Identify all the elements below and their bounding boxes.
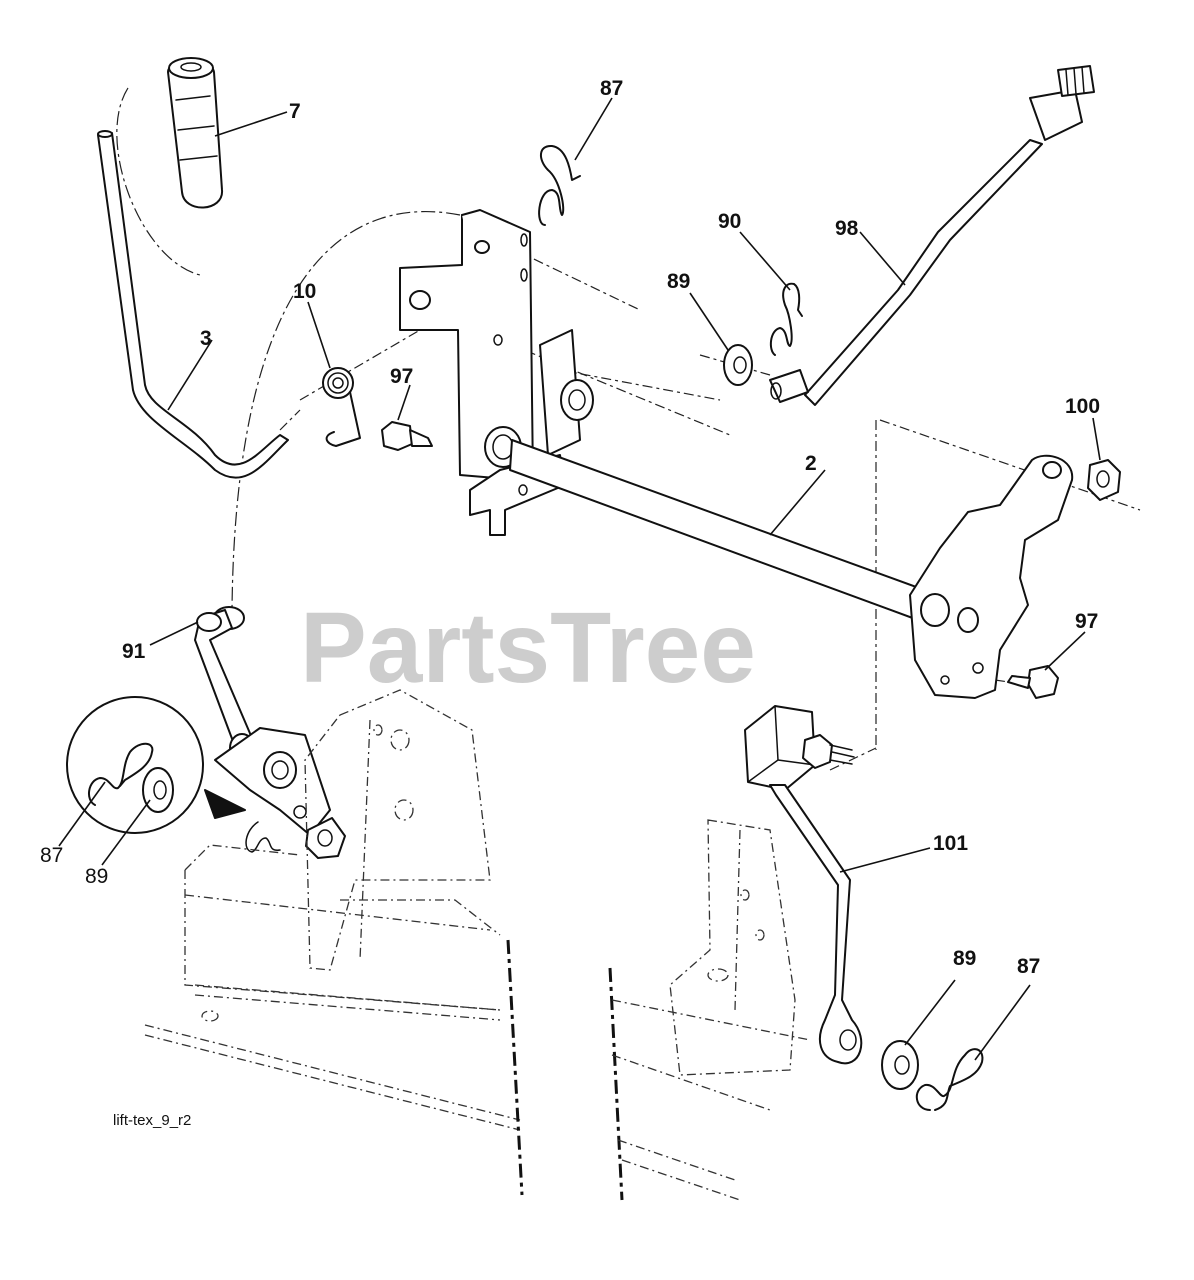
callout-89-inset: 89 (85, 865, 108, 888)
callout-97-left: 97 (390, 365, 413, 388)
bolt-part (381, 421, 433, 451)
callout-89-top: 89 (667, 270, 690, 293)
adjuster-rod-part (769, 65, 1095, 406)
callout-89-bottom: 89 (953, 947, 976, 970)
hairpin-bottom-right-part (915, 1048, 984, 1111)
callout-98: 98 (835, 217, 859, 240)
callout-101: 101 (933, 832, 968, 855)
right-lift-arm-part (909, 454, 1074, 699)
callout-100: 100 (1065, 395, 1100, 418)
callout-91: 91 (122, 640, 146, 663)
leader-lines (58, 97, 1101, 1061)
hairpin-clip-top-part (538, 144, 581, 226)
callout-10: 10 (293, 280, 316, 303)
bolt-right-part (1007, 665, 1059, 699)
callout-labels: 7 87 90 98 89 10 3 97 100 2 97 91 87 89 … (40, 77, 1100, 978)
callout-87-bottom: 87 (1017, 955, 1040, 978)
washer-bottom-right-part (881, 1040, 919, 1090)
callout-87-inset: 87 (40, 844, 63, 867)
spring-part (322, 367, 361, 447)
watermark: PartsTree (300, 592, 756, 704)
drawing-code: lift-tex_9_r2 (113, 1112, 191, 1129)
small-hairpin-part (769, 282, 803, 356)
handle-grip-part (167, 57, 224, 209)
detail-inset (66, 696, 246, 834)
left-hanger-plate (304, 689, 491, 971)
lift-lever-rod-part (97, 130, 289, 479)
callout-97-right: 97 (1075, 610, 1098, 633)
callout-3: 3 (200, 327, 212, 350)
right-lift-link-part (744, 705, 863, 1065)
callout-90: 90 (718, 210, 741, 233)
right-hanger-plate (669, 819, 796, 1076)
washer-top-part (723, 344, 753, 386)
callout-87-top: 87 (600, 77, 623, 100)
callout-7: 7 (289, 100, 301, 123)
left-deck-bracket-part (214, 727, 346, 859)
left-deck-body (144, 844, 524, 1196)
nut-part (1087, 459, 1121, 501)
right-deck-body (608, 967, 811, 1201)
callout-2: 2 (805, 452, 817, 475)
